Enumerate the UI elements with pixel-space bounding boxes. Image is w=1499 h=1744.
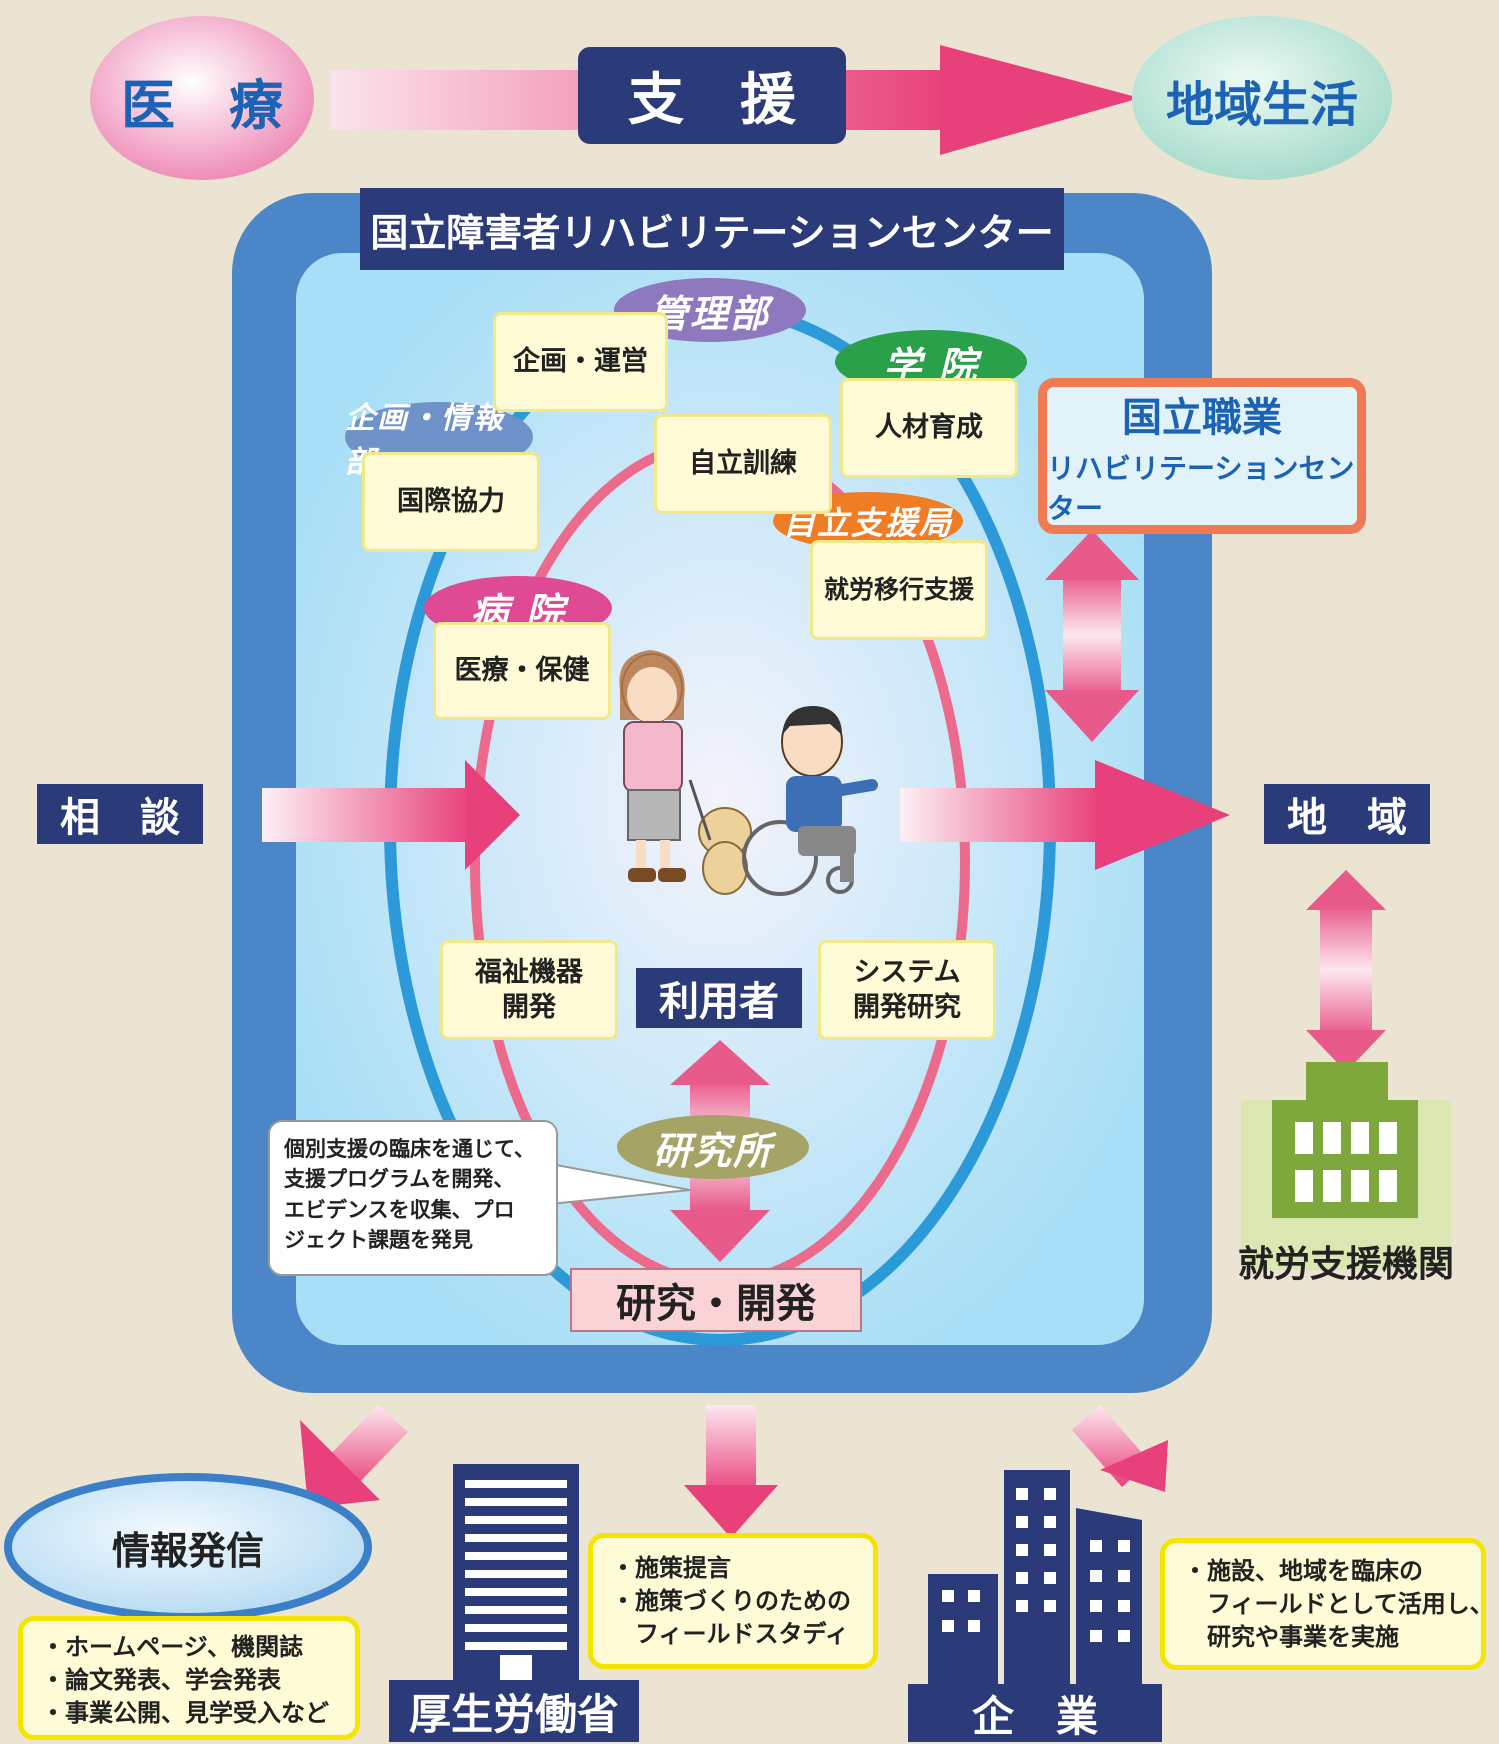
employment-agency-label: 就労支援機関 — [1237, 1244, 1454, 1285]
box-shuro-ikou: 就労移行支援 — [810, 540, 988, 640]
box-jiritsu-kunren: 自立訓練 — [654, 414, 832, 514]
company-item: ・施設、地域を臨床の — [1183, 1557, 1423, 1585]
consult-label: 相 談 — [37, 784, 203, 844]
box-fukushi-kiki: 福祉機器 開発 — [440, 940, 618, 1040]
center-title: 国立障害者リハビリテーションセンター — [360, 188, 1064, 270]
ministry-item: フィールドスタディ — [611, 1620, 849, 1649]
vocational-center-line2: リハビリテーションセンター — [1047, 452, 1355, 525]
info-items-box: ・ホームページ、機関誌 ・論文発表、学会発表 ・事業公開、見学受入など — [18, 1616, 360, 1740]
box-system: システム 開発研究 — [818, 940, 996, 1040]
research-dev-box: 研究・開発 — [570, 1268, 862, 1332]
ministry-item: ・施策提言 — [611, 1554, 731, 1582]
arrow-to-info — [300, 1405, 408, 1508]
company-items-box: ・施設、地域を臨床の フィールドとして活用し、 研究や事業を実施 — [1160, 1538, 1494, 1670]
company-item: フィールドとして活用し、 — [1183, 1590, 1494, 1619]
box-kikaku-unei: 企画・運営 — [493, 312, 668, 412]
community-life-ellipse — [1132, 16, 1392, 180]
ministry-item: ・施策づくりのための — [611, 1587, 851, 1616]
community-life-label: 地域生活 — [1165, 77, 1358, 133]
top-arrow-head — [940, 45, 1140, 155]
medical-ellipse — [90, 16, 314, 180]
medical-label: 医 療 — [121, 73, 283, 137]
company-item: 研究や事業を実施 — [1183, 1623, 1399, 1652]
vocational-center-line1: 国立職業 — [1122, 395, 1282, 441]
vocational-center-box: 国立職業 リハビリテーションセンター — [1038, 378, 1366, 534]
company-buildings-icon — [928, 1470, 1142, 1684]
ministry-building-icon — [453, 1464, 579, 1686]
region-arrow — [900, 788, 1100, 842]
research-callout: 個別支援の臨床を通じて、 支援プログラムを開発、 エビデンスを収集、プロ ジェク… — [268, 1120, 558, 1276]
box-jinzai: 人材育成 — [840, 378, 1018, 478]
consult-arrow — [262, 788, 472, 842]
company-label: 企 業 — [908, 1684, 1162, 1742]
support-box — [578, 47, 846, 144]
tag-kenkyujo: 研究所 — [617, 1115, 809, 1179]
box-kokusai: 国際協力 — [362, 452, 540, 552]
ministry-items-box: ・施策提言 ・施策づくりのための フィールドスタディ — [588, 1533, 878, 1669]
ministry-label: 厚生労働省 — [389, 1680, 639, 1742]
region-label: 地 域 — [1264, 784, 1430, 844]
info-item: ・ホームページ、機関誌 — [41, 1633, 304, 1661]
arrow-to-company — [1072, 1405, 1168, 1492]
box-iryo-hoken: 医療・保健 — [433, 622, 611, 720]
info-label: 情報発信 — [111, 1528, 264, 1573]
tag-kanri: 管理部 — [614, 278, 806, 342]
info-item: ・事業公開、見学受入など — [41, 1699, 329, 1728]
user-label: 利用者 — [636, 968, 802, 1028]
arrow-to-ministry — [684, 1405, 778, 1538]
people-illustration — [619, 650, 878, 896]
support-label: 支 援 — [628, 68, 796, 133]
info-item: ・論文発表、学会発表 — [41, 1666, 281, 1695]
